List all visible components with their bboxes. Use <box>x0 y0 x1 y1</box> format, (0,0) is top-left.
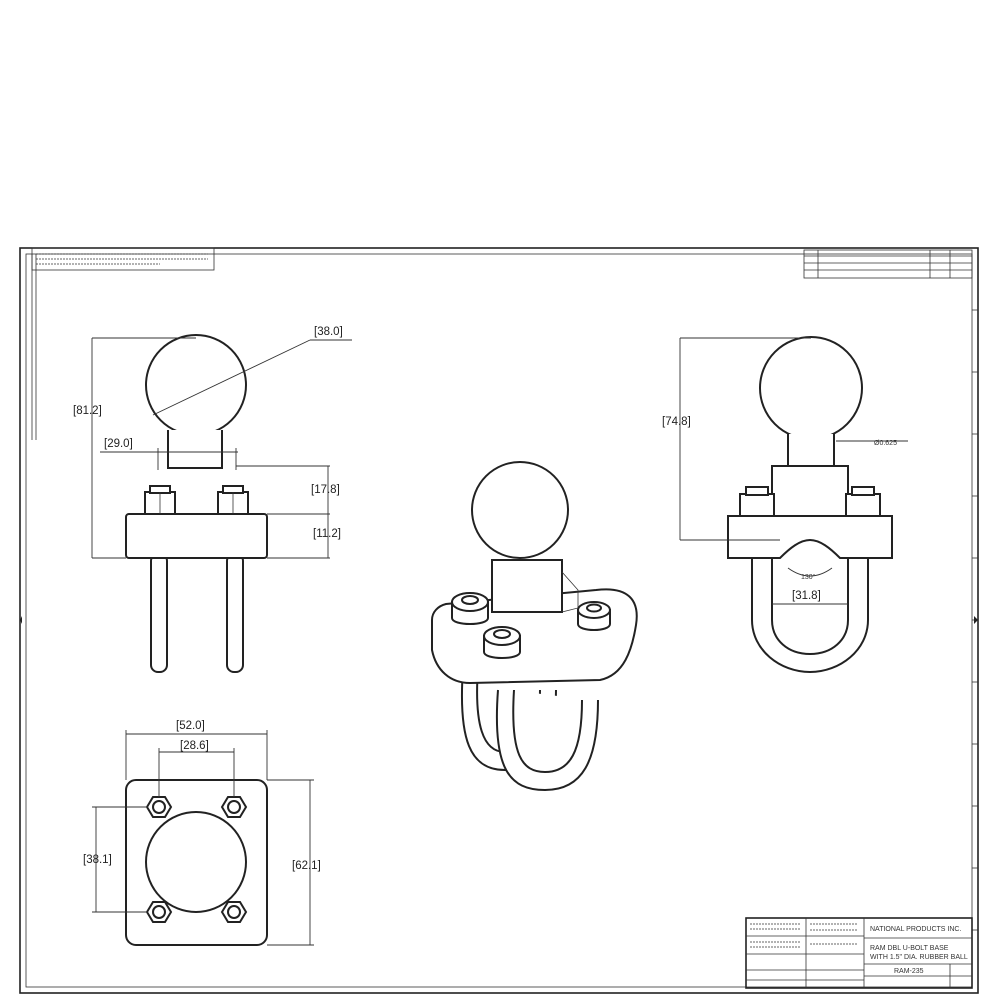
top-view <box>125 779 268 946</box>
revision-block <box>803 249 973 279</box>
title-company: NATIONAL PRODUCTS INC. <box>870 926 961 933</box>
title-line-1: RAM DBL U-BOLT BASE <box>870 945 949 952</box>
dim-side-ubolt-width: [31.8] <box>792 590 821 602</box>
dim-front-neck-height: [17.8] <box>311 484 340 496</box>
side-view <box>727 336 893 674</box>
front-view <box>125 334 268 673</box>
side-dimensions <box>679 337 908 605</box>
dim-top-height: [62.1] <box>292 860 321 872</box>
title-line-2: WITH 1.5" DIA. RUBBER BALL <box>870 954 968 961</box>
dim-front-base-height: [11.2] <box>313 528 341 540</box>
title-part-number: RAM-235 <box>894 968 924 975</box>
note-block <box>31 247 215 271</box>
front-dimensions <box>91 337 352 559</box>
top-dimensions <box>92 730 314 946</box>
dim-side-height: [74.8] <box>662 416 691 428</box>
dim-side-angle: 130° <box>801 573 816 581</box>
dim-top-bolt-x: [28.6] <box>180 740 209 752</box>
dim-top-bolt-y: [38.1] <box>83 854 112 866</box>
dim-top-width: [52.0] <box>176 720 205 732</box>
zone-ticks <box>20 309 978 931</box>
title-block <box>745 917 973 989</box>
isometric-view <box>431 461 638 792</box>
dim-front-ball: [38.0] <box>314 326 343 338</box>
sheet-border <box>19 247 979 994</box>
dim-front-height: [81.2] <box>73 405 102 417</box>
dim-front-neck-width: [29.0] <box>104 438 133 450</box>
dim-side-ball-note: Ø0.625 <box>874 440 897 447</box>
